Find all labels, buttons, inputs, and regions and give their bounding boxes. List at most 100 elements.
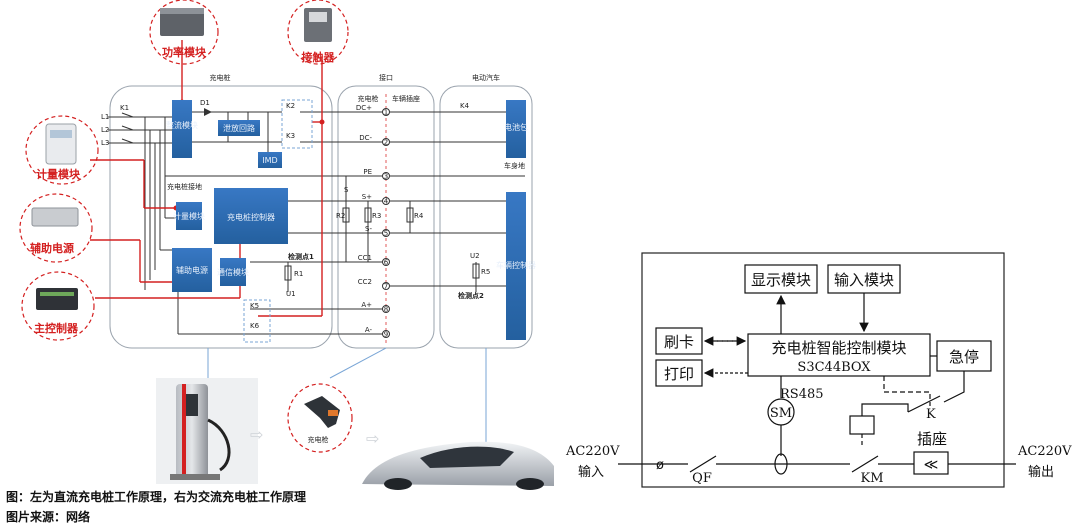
display-module-label: 显示模块 <box>751 271 811 289</box>
comm-block <box>220 258 246 286</box>
k5-k6-switchbox <box>243 299 271 343</box>
display-module-box <box>744 264 818 294</box>
input-module-box <box>827 264 901 294</box>
vcu-label: 车辆控制器 <box>496 260 536 270</box>
k2-k3-switchbox <box>281 99 313 149</box>
ac-outer-frame <box>641 252 1005 488</box>
switch-k1: K1 <box>120 104 129 112</box>
comm-label: 通信模块 <box>217 267 249 277</box>
print-box <box>655 359 703 387</box>
phase-label-l3: L3 <box>101 139 109 147</box>
rectifier-label: 整流模块 <box>166 120 198 130</box>
pin-terminal-3 <box>382 172 390 180</box>
imd-block <box>258 152 282 168</box>
estop-to-k-line <box>943 371 965 403</box>
voltage-u1: U1 <box>286 290 296 298</box>
socket-icon: ≪ <box>924 457 939 473</box>
controller-label: 充电桩控制器 <box>227 212 275 222</box>
callout-aux-label: 辅助电源 <box>30 241 74 255</box>
phase-label-l1: L1 <box>101 113 109 121</box>
sm-label: SM <box>770 406 792 421</box>
figure-caption: 图：左为直流充电桩工作原理，右为交流充电桩工作原理 <box>6 490 307 504</box>
car-illustration <box>362 441 554 490</box>
controller-box <box>747 333 931 377</box>
callout-meter-label: 计量模块 <box>36 167 81 181</box>
resistor-r5 <box>472 263 480 279</box>
callout-aux: 辅助电源 <box>19 193 93 263</box>
pin-number-1: 1 <box>384 109 388 117</box>
controller-label-line2: S3C44BOX <box>797 360 871 375</box>
switch-k6: K6 <box>250 322 260 330</box>
controller-label-line1: 充电桩智能控制模块 <box>771 339 906 357</box>
figure-source: 图片来源：网络 <box>6 510 91 524</box>
ac-out-line1: AC220V <box>1017 444 1072 459</box>
diode-symbol <box>204 108 212 116</box>
section-title-vehicle: 电动汽车 <box>472 73 500 82</box>
pin-number-2: 2 <box>384 139 388 147</box>
pin-terminal-8 <box>382 305 390 313</box>
controller-block <box>214 188 288 244</box>
label-socket: 车辆插座 <box>392 94 420 103</box>
resistor-r1 <box>284 265 292 281</box>
pin-label-cc1: CC1 <box>358 254 372 262</box>
relay-coil <box>849 415 875 435</box>
arrow-pile-to-gun: ⇨ <box>250 425 263 444</box>
pin-number-5: 5 <box>384 230 388 238</box>
resistor-label-r1: R1 <box>294 270 303 278</box>
pin-number-8: 8 <box>384 306 388 314</box>
phase-inputs <box>108 112 178 290</box>
label-check2: 检测点2 <box>458 291 484 300</box>
label-check1: 检测点1 <box>288 252 314 261</box>
pin-terminal-5 <box>382 229 390 237</box>
pin-label-pe: PE <box>363 168 372 176</box>
ac-diagram: 显示模块 输入模块 刷卡 打印 充电桩智能控制模块 S3C44BOX 急停 RS… <box>565 252 1072 488</box>
red-dot-contactor <box>319 119 325 125</box>
switch-k4: K4 <box>460 102 470 110</box>
diode-d1: D1 <box>200 99 210 107</box>
arrow-gun-to-car: ⇨ <box>366 429 379 448</box>
callout-main-label: 主控制器 <box>34 321 79 335</box>
estop-label: 急停 <box>949 348 979 366</box>
callout-main: 主控制器 <box>21 271 95 341</box>
battery-label: 电池包 <box>504 122 528 132</box>
voltage-u2: U2 <box>470 252 480 260</box>
callout-contactor: 接触器 <box>287 0 349 65</box>
meter-block <box>176 202 202 230</box>
gun-bubble-label: 充电枪 <box>308 435 329 444</box>
ac-main-line <box>618 455 1016 473</box>
km-label: KM <box>860 471 883 486</box>
controller-to-relay-dashed <box>883 376 931 406</box>
callout-meter: 计量模块 <box>25 115 99 185</box>
estop-box <box>936 340 992 372</box>
input-module-label: 输入模块 <box>834 271 894 289</box>
dc-bus-lines <box>165 111 525 335</box>
pin-number-3: 3 <box>384 173 388 181</box>
qf-label: QF <box>692 471 712 486</box>
card-box <box>655 327 703 355</box>
ac-in-line2: 输入 <box>578 464 604 480</box>
resistor-label-r4: R4 <box>414 212 424 220</box>
print-label: 打印 <box>664 365 694 383</box>
k-switch-blade <box>907 395 941 413</box>
pin-number-6: 6 <box>384 259 389 267</box>
callout-power-label: 功率模块 <box>162 45 207 59</box>
ac-out-line2: 输出 <box>1028 464 1054 480</box>
callout-contactor-label: 接触器 <box>302 50 336 64</box>
meter-label: 计量模块 <box>173 211 205 221</box>
aux-label: 辅助电源 <box>176 265 208 275</box>
pin-label-dc: DC+ <box>356 104 372 112</box>
label-ground-pile: 充电桩接地 <box>167 182 202 191</box>
pin-label-a: A- <box>365 326 373 334</box>
label-ground-car: 车身地 <box>504 161 525 170</box>
battery-block <box>506 100 526 158</box>
pile-section <box>109 85 333 349</box>
rectifier-block <box>172 100 192 158</box>
discharge-label: 泄放回路 <box>223 123 255 133</box>
charging-pile-illustration <box>156 378 258 484</box>
label-gun: 充电枪 <box>358 94 379 103</box>
interface-to-gun-line <box>329 347 387 379</box>
relay-wiring <box>861 403 909 416</box>
pin-terminal-7 <box>382 282 390 290</box>
